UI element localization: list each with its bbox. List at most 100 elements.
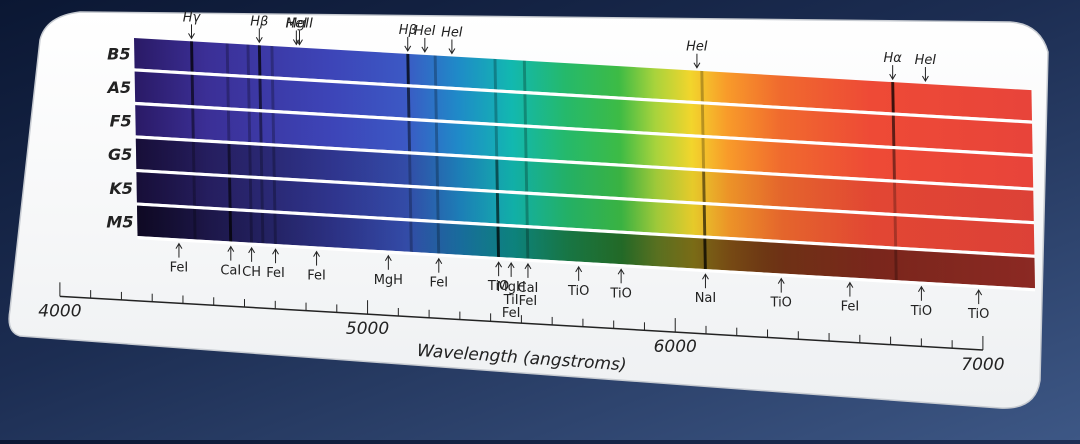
absorption-line [406,87,411,118]
bottom-line-label: CaI [220,245,241,279]
absorption-line [227,143,231,175]
absorption-line [271,112,276,144]
absorption-line [702,171,706,203]
absorption-line [433,55,438,86]
absorption-line [193,208,197,240]
svg-text:MgH: MgH [497,280,526,295]
bottom-line-label: TiO [770,277,792,311]
absorption-line [892,149,896,180]
absorption-line [522,60,527,92]
absorption-line [191,141,196,173]
bottom-line-label: TiO [487,261,509,294]
bottom-line-label: TiO [567,265,589,299]
absorption-line [525,228,530,259]
absorption-line [525,194,529,226]
bottom-line-label: MgH [497,261,526,295]
top-line-label: HeI [286,16,308,46]
bottom-line-label: MgH [374,254,403,288]
spectrum-strip-g5 [135,138,1034,225]
spectrum-panel [134,38,1036,292]
absorption-line [700,104,705,135]
absorption-line [434,122,439,154]
absorption-line [408,187,413,219]
svg-text:Hβ: Hβ [399,23,417,38]
svg-text:TiO: TiO [609,286,631,301]
spectral-class-label: B5 [107,45,130,64]
absorption-line [257,45,262,76]
bottom-line-label: TiO [910,285,932,319]
absorption-line [259,112,263,143]
bottom-line-label: CH [242,246,261,280]
absorption-line [228,177,232,208]
absorption-line [226,110,231,141]
absorption-line [246,44,250,76]
spectrum-strip-k5 [136,172,1035,258]
svg-text:FeI: FeI [307,269,326,284]
absorption-line [407,120,412,152]
svg-text:FeI: FeI [519,294,538,309]
absorption-line [894,249,898,281]
svg-text:Hα: Hα [883,51,902,66]
svg-text:Hγ: Hγ [183,10,202,25]
absorption-line [435,156,439,187]
absorption-line [270,45,274,77]
absorption-line [496,226,500,258]
svg-text:CaI: CaI [518,281,539,296]
absorption-line [225,43,230,74]
spectral-class-label: F5 [110,112,132,131]
spectrum-strip-a5 [134,71,1033,158]
top-line-label: MgII [286,17,313,46]
absorption-line [259,145,264,177]
svg-text:HeI: HeI [286,16,308,31]
absorption-line [192,175,196,206]
absorption-line [495,193,500,224]
svg-text:MgH: MgH [374,273,403,288]
top-line-label: Hα [883,51,902,81]
bottom-line-label: FeI [429,257,448,291]
spectrum-strip-m5 [136,205,1036,292]
absorption-line [247,78,251,109]
svg-text:FeI: FeI [502,306,521,321]
absorption-line [406,53,410,85]
svg-text:TiI: TiI [503,293,519,308]
bottom-line-label: FeI [266,248,285,281]
svg-text:TiO: TiO [910,304,932,319]
bottom-line-label: TiO [609,268,632,301]
bottom-line-label: CaI [518,262,539,296]
spectrum-strip-b5 [134,38,1033,124]
top-line-label: HeI [414,24,436,53]
absorption-line [190,74,195,106]
top-line-label: HeI [686,40,708,69]
absorption-line [258,78,262,110]
svg-text:HeI: HeI [441,25,463,40]
spectral-class-label: M5 [106,212,133,231]
absorption-line [891,82,895,113]
bottom-line-label: NaI [695,273,717,306]
absorption-line [408,154,412,185]
svg-text:NaI: NaI [695,291,717,306]
absorption-line [249,212,253,243]
absorption-line [273,213,277,245]
svg-text:TiO: TiO [567,284,589,299]
axis-tick-label: 6000 [654,337,697,357]
absorption-line [260,212,265,244]
top-line-label: HeI [915,53,937,82]
absorption-line [702,205,707,236]
top-line-label: HeI [441,25,463,55]
svg-text:CH: CH [242,265,261,280]
absorption-line [436,223,441,254]
absorption-line [271,79,275,110]
axis-tick-label: 5000 [346,319,389,339]
absorption-line [891,115,896,147]
bottom-line-label: FeI [519,294,538,309]
absorption-line [494,125,499,157]
bottom-line-label: FeI [170,242,188,276]
absorption-line [494,92,498,123]
absorption-line [524,127,528,159]
spectral-class-label: A5 [106,78,132,97]
svg-text:MgII: MgII [286,17,313,32]
bottom-line-label: TiI [503,293,519,308]
svg-text:HeI: HeI [915,53,937,68]
svg-text:Hβ: Hβ [250,14,268,29]
bottom-line-label: TiO [967,289,989,322]
